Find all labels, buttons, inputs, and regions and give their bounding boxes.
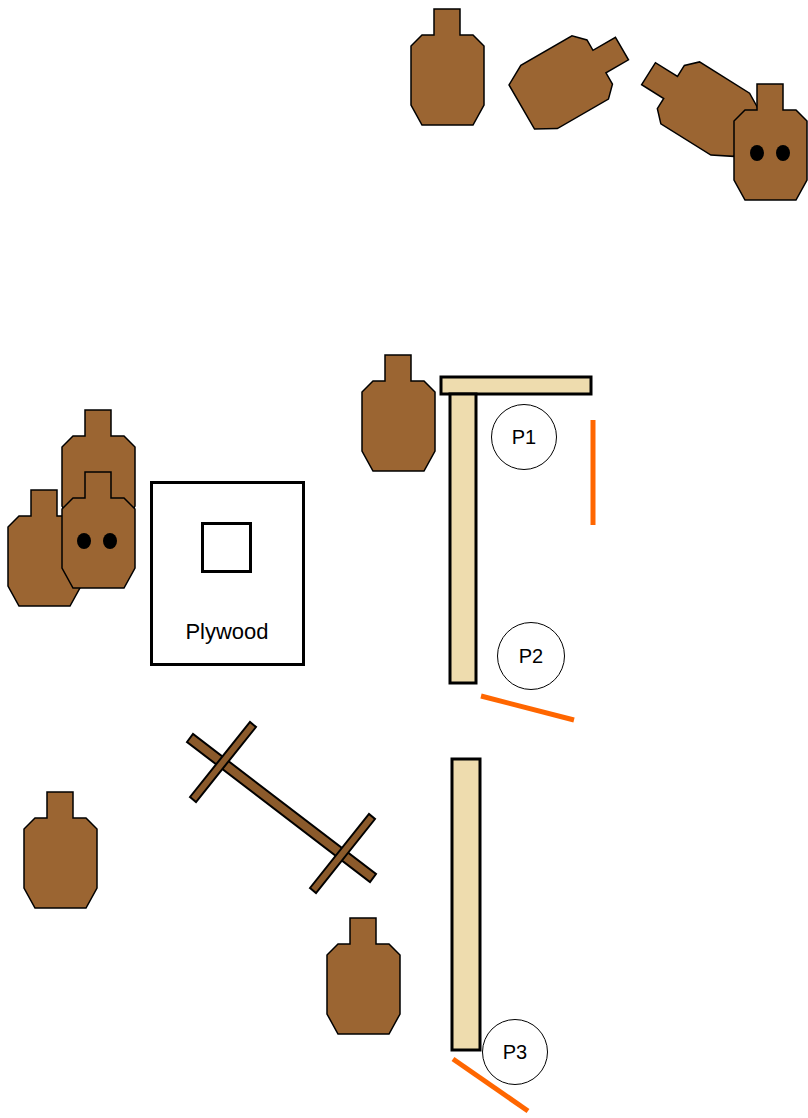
paper-target (362, 355, 435, 471)
paper-target (411, 9, 484, 125)
position-label: P3 (503, 1041, 527, 1064)
shooting-position: P2 (497, 622, 565, 690)
port-opening (201, 522, 252, 573)
plywood-panel: Plywood (150, 481, 305, 666)
barrier (187, 722, 376, 893)
hard-cover-target (62, 472, 135, 588)
paper-target (24, 792, 97, 908)
fault-line (591, 420, 596, 525)
paper-target (327, 918, 400, 1034)
fault-line (481, 696, 574, 720)
wall (441, 377, 591, 394)
position-label: P1 (512, 426, 536, 449)
shooting-position: P1 (491, 404, 557, 470)
shooting-position: P3 (482, 1019, 548, 1085)
position-label: P2 (519, 645, 543, 668)
panel-label: Plywood (185, 619, 268, 644)
wall (450, 394, 476, 683)
wall (452, 759, 480, 1050)
paper-target (504, 17, 641, 138)
hard-cover-target (734, 84, 807, 200)
